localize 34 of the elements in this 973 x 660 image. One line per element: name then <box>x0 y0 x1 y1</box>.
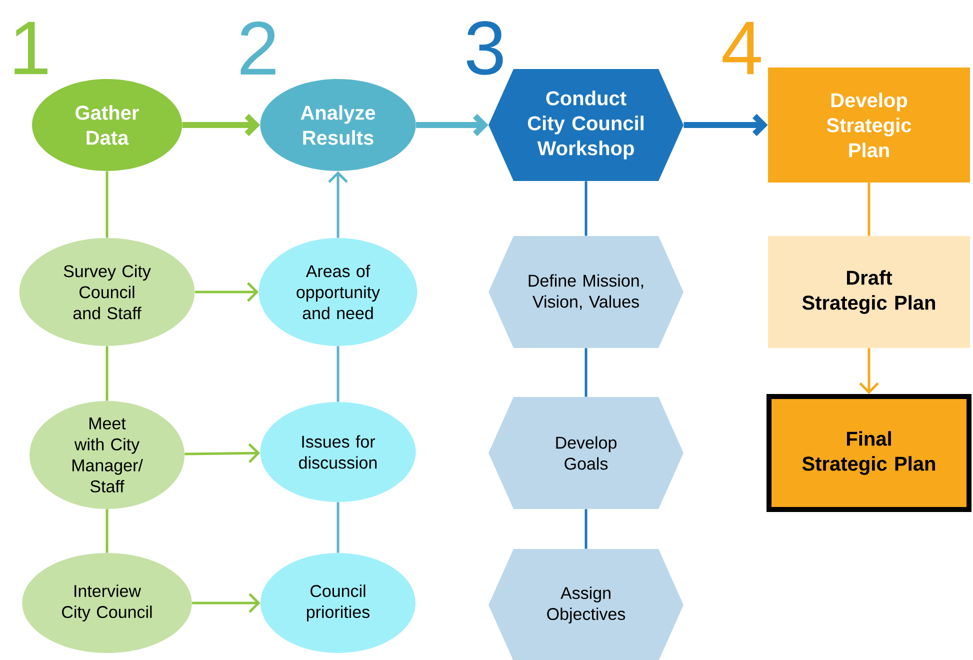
step-box: Draft Strategic Plan <box>768 236 970 348</box>
step-hexagon: Develop Goals <box>488 397 684 509</box>
connector-line <box>106 346 108 401</box>
process-box: Develop Strategic Plan <box>768 68 970 182</box>
result-oval: Council priorities <box>260 553 416 653</box>
step-number: 2 <box>240 21 276 75</box>
connector-line <box>336 346 340 402</box>
connector-line <box>584 181 588 236</box>
connector-line <box>106 509 108 553</box>
step-oval: Interview City Council <box>22 553 192 653</box>
step-number: 4 <box>722 22 761 74</box>
connector-line <box>584 348 588 397</box>
step-oval: Survey City Council and Staff <box>19 238 195 346</box>
step-number: 1 <box>14 22 48 74</box>
connector-line <box>336 502 340 553</box>
arrow <box>182 114 260 136</box>
arrow <box>192 593 260 613</box>
connector-line <box>868 182 870 236</box>
arrow <box>859 348 879 394</box>
arrow <box>184 443 260 464</box>
connector-line <box>584 509 588 549</box>
connector-line <box>106 171 108 238</box>
process-oval: Analyze Results <box>260 79 416 171</box>
arrow <box>684 114 768 136</box>
arrow <box>328 171 348 238</box>
arrow <box>194 282 259 302</box>
arrow <box>416 114 488 136</box>
process-oval: Gather Data <box>32 79 182 171</box>
step-box: Final Strategic Plan <box>766 394 972 512</box>
step-oval: Meet with City Manager/ Staff <box>30 401 184 509</box>
result-oval: Issues for discussion <box>260 402 416 502</box>
result-oval: Areas of opportunity and need <box>258 238 418 346</box>
step-hexagon: Assign Objectives <box>488 549 684 660</box>
step-hexagon: Define Mission, Vision, Values <box>488 236 684 348</box>
